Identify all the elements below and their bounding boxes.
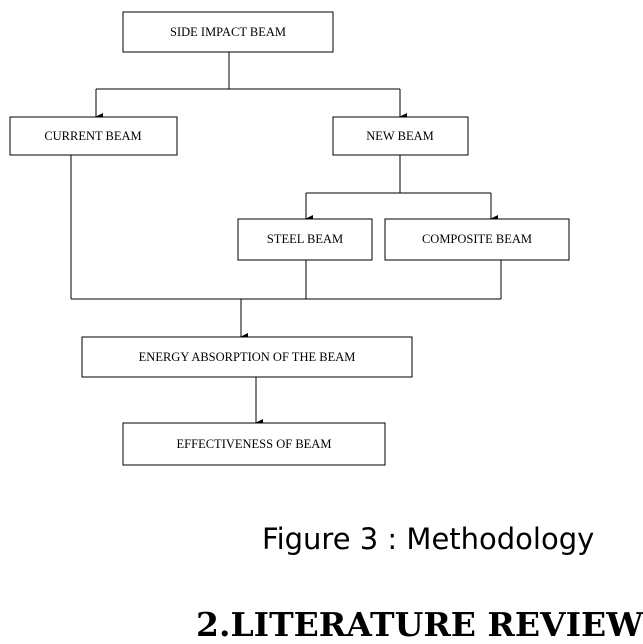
node-steel-beam: STEEL BEAM <box>237 218 373 261</box>
node-new-beam: NEW BEAM <box>332 116 469 156</box>
node-label: SIDE IMPACT BEAM <box>170 25 286 39</box>
node-effectiveness: EFFECTIVENESS OF BEAM <box>122 422 386 466</box>
node-label: EFFECTIVENESS OF BEAM <box>177 437 332 451</box>
node-label: COMPOSITE BEAM <box>422 232 532 246</box>
node-energy-absorption: ENERGY ABSORPTION OF THE BEAM <box>81 336 413 378</box>
edges <box>70 52 502 427</box>
figure-caption: Figure 3 : Methodology <box>262 522 595 556</box>
node-label: CURRENT BEAM <box>44 129 141 143</box>
flowchart: SIDE IMPACT BEAM CURRENT BEAM NEW BEAM S… <box>9 11 570 466</box>
node-label: ENERGY ABSORPTION OF THE BEAM <box>139 350 356 364</box>
node-composite-beam: COMPOSITE BEAM <box>384 218 570 261</box>
section-heading: 2.LITERATURE REVIEW <box>196 605 643 644</box>
node-label: NEW BEAM <box>366 129 433 143</box>
node-side-impact-beam: SIDE IMPACT BEAM <box>122 11 334 53</box>
node-current-beam: CURRENT BEAM <box>9 116 178 156</box>
node-label: STEEL BEAM <box>267 232 343 246</box>
